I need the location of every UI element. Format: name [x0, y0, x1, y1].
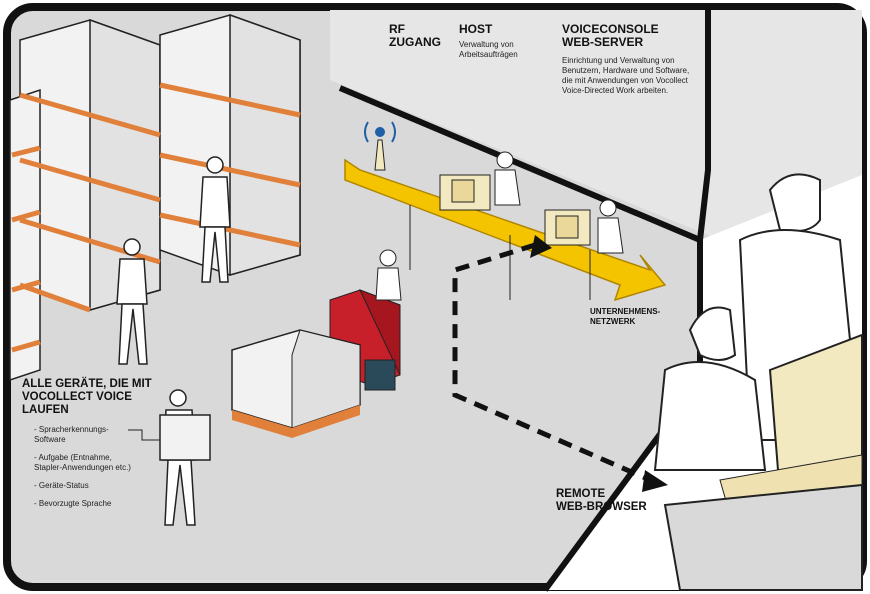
devices-item-line: - Geräte-Status [34, 481, 89, 490]
host-description-line2: Arbeitsaufträgen [459, 50, 549, 60]
devices-item-line: Software [34, 435, 66, 444]
devices-title-line3: LAUFEN [22, 404, 192, 417]
remote-browser-label: REMOTE WEB-BROWSER [556, 488, 676, 514]
devices-item-line: Stapler-Anwendungen etc.) [34, 463, 131, 472]
devices-item-line: - Bevorzugte Sprache [34, 499, 111, 508]
remote-label-line2: WEB-BROWSER [556, 501, 676, 514]
rf-label-line2: ZUGANG [389, 36, 449, 49]
voiceconsole-desc-line3: die mit Anwendungen von Vocollect [562, 76, 722, 86]
voiceconsole-description: Einrichtung und Verwaltung von Benutzern… [562, 56, 722, 96]
network-label-line1: UNTERNEHMENS- [590, 307, 690, 317]
rf-label: RF ZUGANG [389, 23, 449, 49]
voiceconsole-title: VOICECONSOLE WEB-SERVER [562, 23, 712, 49]
devices-feature-list: - Spracherkennungs- Software - Aufgabe (… [34, 425, 154, 517]
host-title: HOST [459, 23, 549, 36]
voiceconsole-desc-line1: Einrichtung und Verwaltung von [562, 56, 722, 66]
devices-title-line2: VOCOLLECT VOICE [22, 391, 192, 404]
devices-item: - Aufgabe (Entnahme, Stapler-Anwendungen… [34, 453, 154, 473]
network-label-line2: NETZWERK [590, 317, 690, 327]
devices-item-line: - Spracherkennungs- [34, 425, 109, 434]
devices-item: - Geräte-Status [34, 481, 154, 491]
remote-label-line1: REMOTE [556, 488, 676, 501]
host-description-line1: Verwaltung von [459, 40, 549, 50]
voiceconsole-desc-line2: Benutzern, Hardware und Software, [562, 66, 722, 76]
network-label: UNTERNEHMENS- NETZWERK [590, 307, 690, 327]
devices-title-line1: ALLE GERÄTE, DIE MIT [22, 378, 192, 391]
devices-title: ALLE GERÄTE, DIE MIT VOCOLLECT VOICE LAU… [22, 378, 192, 417]
devices-item: - Bevorzugte Sprache [34, 499, 154, 509]
devices-item: - Spracherkennungs- Software [34, 425, 154, 445]
voiceconsole-title-line2: WEB-SERVER [562, 36, 712, 49]
host-description: Verwaltung von Arbeitsaufträgen [459, 40, 549, 60]
voiceconsole-desc-line4: Voice-Directed Work arbeiten. [562, 86, 722, 96]
devices-item-line: - Aufgabe (Entnahme, [34, 453, 112, 462]
